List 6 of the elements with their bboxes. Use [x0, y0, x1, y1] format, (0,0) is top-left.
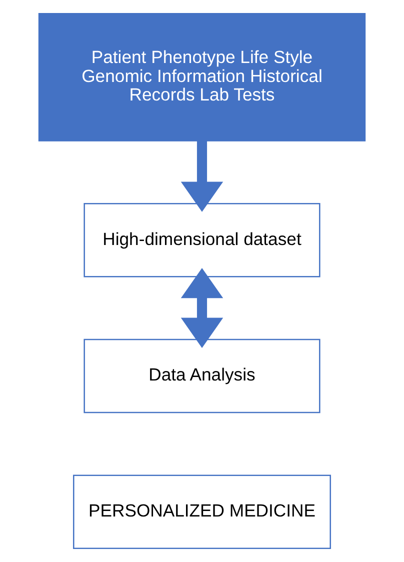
- node-box: Data Analysis: [84, 338, 320, 414]
- arrow: [180, 268, 224, 348]
- node-box: PERSONALIZED MEDICINE: [73, 474, 331, 550]
- node-box: Patient Phenotype Life Style Genomic Information Historical Records Lab Tests: [38, 12, 366, 142]
- arrow: [180, 140, 224, 212]
- node-box: High-dimensional dataset: [84, 202, 320, 278]
